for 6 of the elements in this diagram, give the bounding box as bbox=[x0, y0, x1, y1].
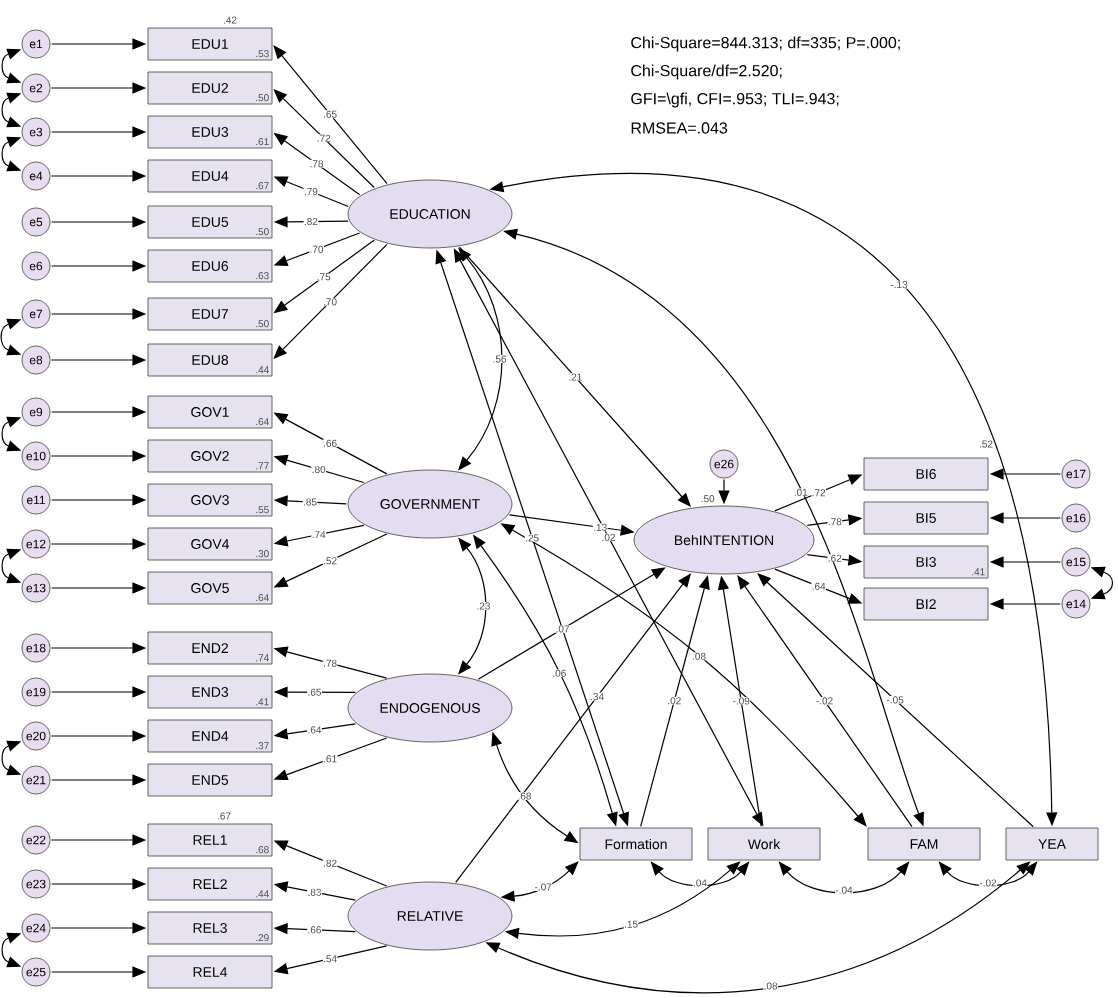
fit-statistics: Chi-Square=844.313; df=335; P=.000; bbox=[631, 36, 900, 52]
arrow bbox=[757, 573, 1034, 828]
fit-statistics: GFI=\gfi, CFI=.953; TLI=.943; bbox=[631, 92, 839, 108]
fit-statistics: Chi-Square/df=2.520; bbox=[631, 64, 782, 80]
fit-statistics: RMSEA=.043 bbox=[631, 122, 728, 134]
arrow bbox=[737, 575, 913, 828]
